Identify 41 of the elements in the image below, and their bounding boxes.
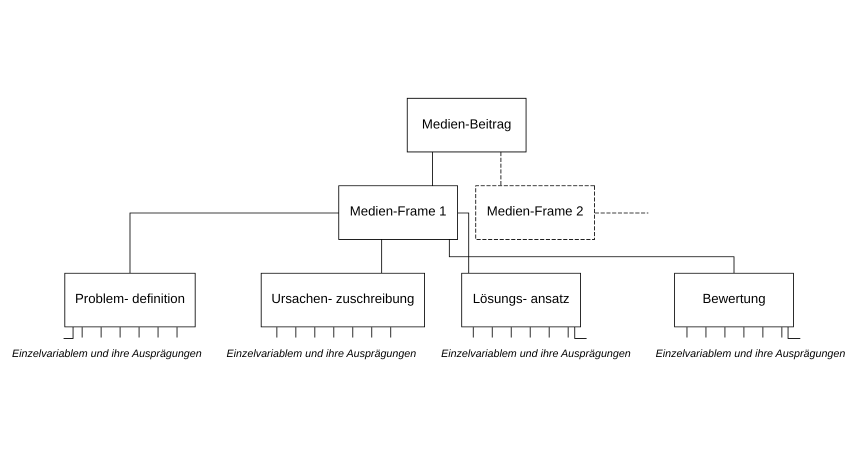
node-label: Einzelvariablem und ihre Ausprägungen (12, 347, 202, 360)
node-box: Medien-Beitrag (406, 97, 526, 152)
node-box: Medien-Frame 2 (475, 184, 595, 240)
connector (472, 326, 474, 338)
node-label: Einzelvariablem und ihre Ausprägungen (656, 347, 846, 360)
connector (574, 326, 588, 338)
connector (762, 326, 764, 338)
connector (432, 151, 433, 186)
connector (276, 326, 278, 338)
connector (492, 326, 493, 338)
connector (788, 326, 801, 338)
connector (781, 326, 782, 338)
node-box: Medien-Frame 1 (338, 184, 458, 240)
connector (63, 326, 74, 338)
connector (448, 238, 734, 274)
connector (724, 326, 726, 338)
connector (333, 326, 334, 338)
connector (568, 326, 569, 338)
connector (138, 326, 140, 338)
connector (352, 326, 354, 338)
node-box: Problem- definition (64, 272, 196, 327)
connector (381, 238, 382, 273)
connector (314, 326, 316, 338)
connector (686, 326, 688, 338)
connector (500, 151, 502, 186)
connector (594, 212, 649, 213)
connector (390, 326, 392, 338)
connector (371, 326, 372, 338)
connector (548, 326, 550, 338)
connector (295, 326, 296, 338)
node-box: Bewertung (674, 272, 794, 327)
node-label: Einzelvariablem und ihre Ausprägungen (226, 347, 416, 360)
connector (530, 326, 531, 338)
connector (82, 326, 83, 338)
node-label: Einzelvariablem und ihre Ausprägungen (441, 347, 631, 360)
node-box: Ursachen- zuschreibung (260, 272, 425, 327)
connector (100, 326, 102, 338)
connector (176, 326, 178, 338)
connector (510, 326, 512, 338)
connector (130, 212, 340, 274)
node-box: Lösungs- ansatz (461, 272, 581, 327)
